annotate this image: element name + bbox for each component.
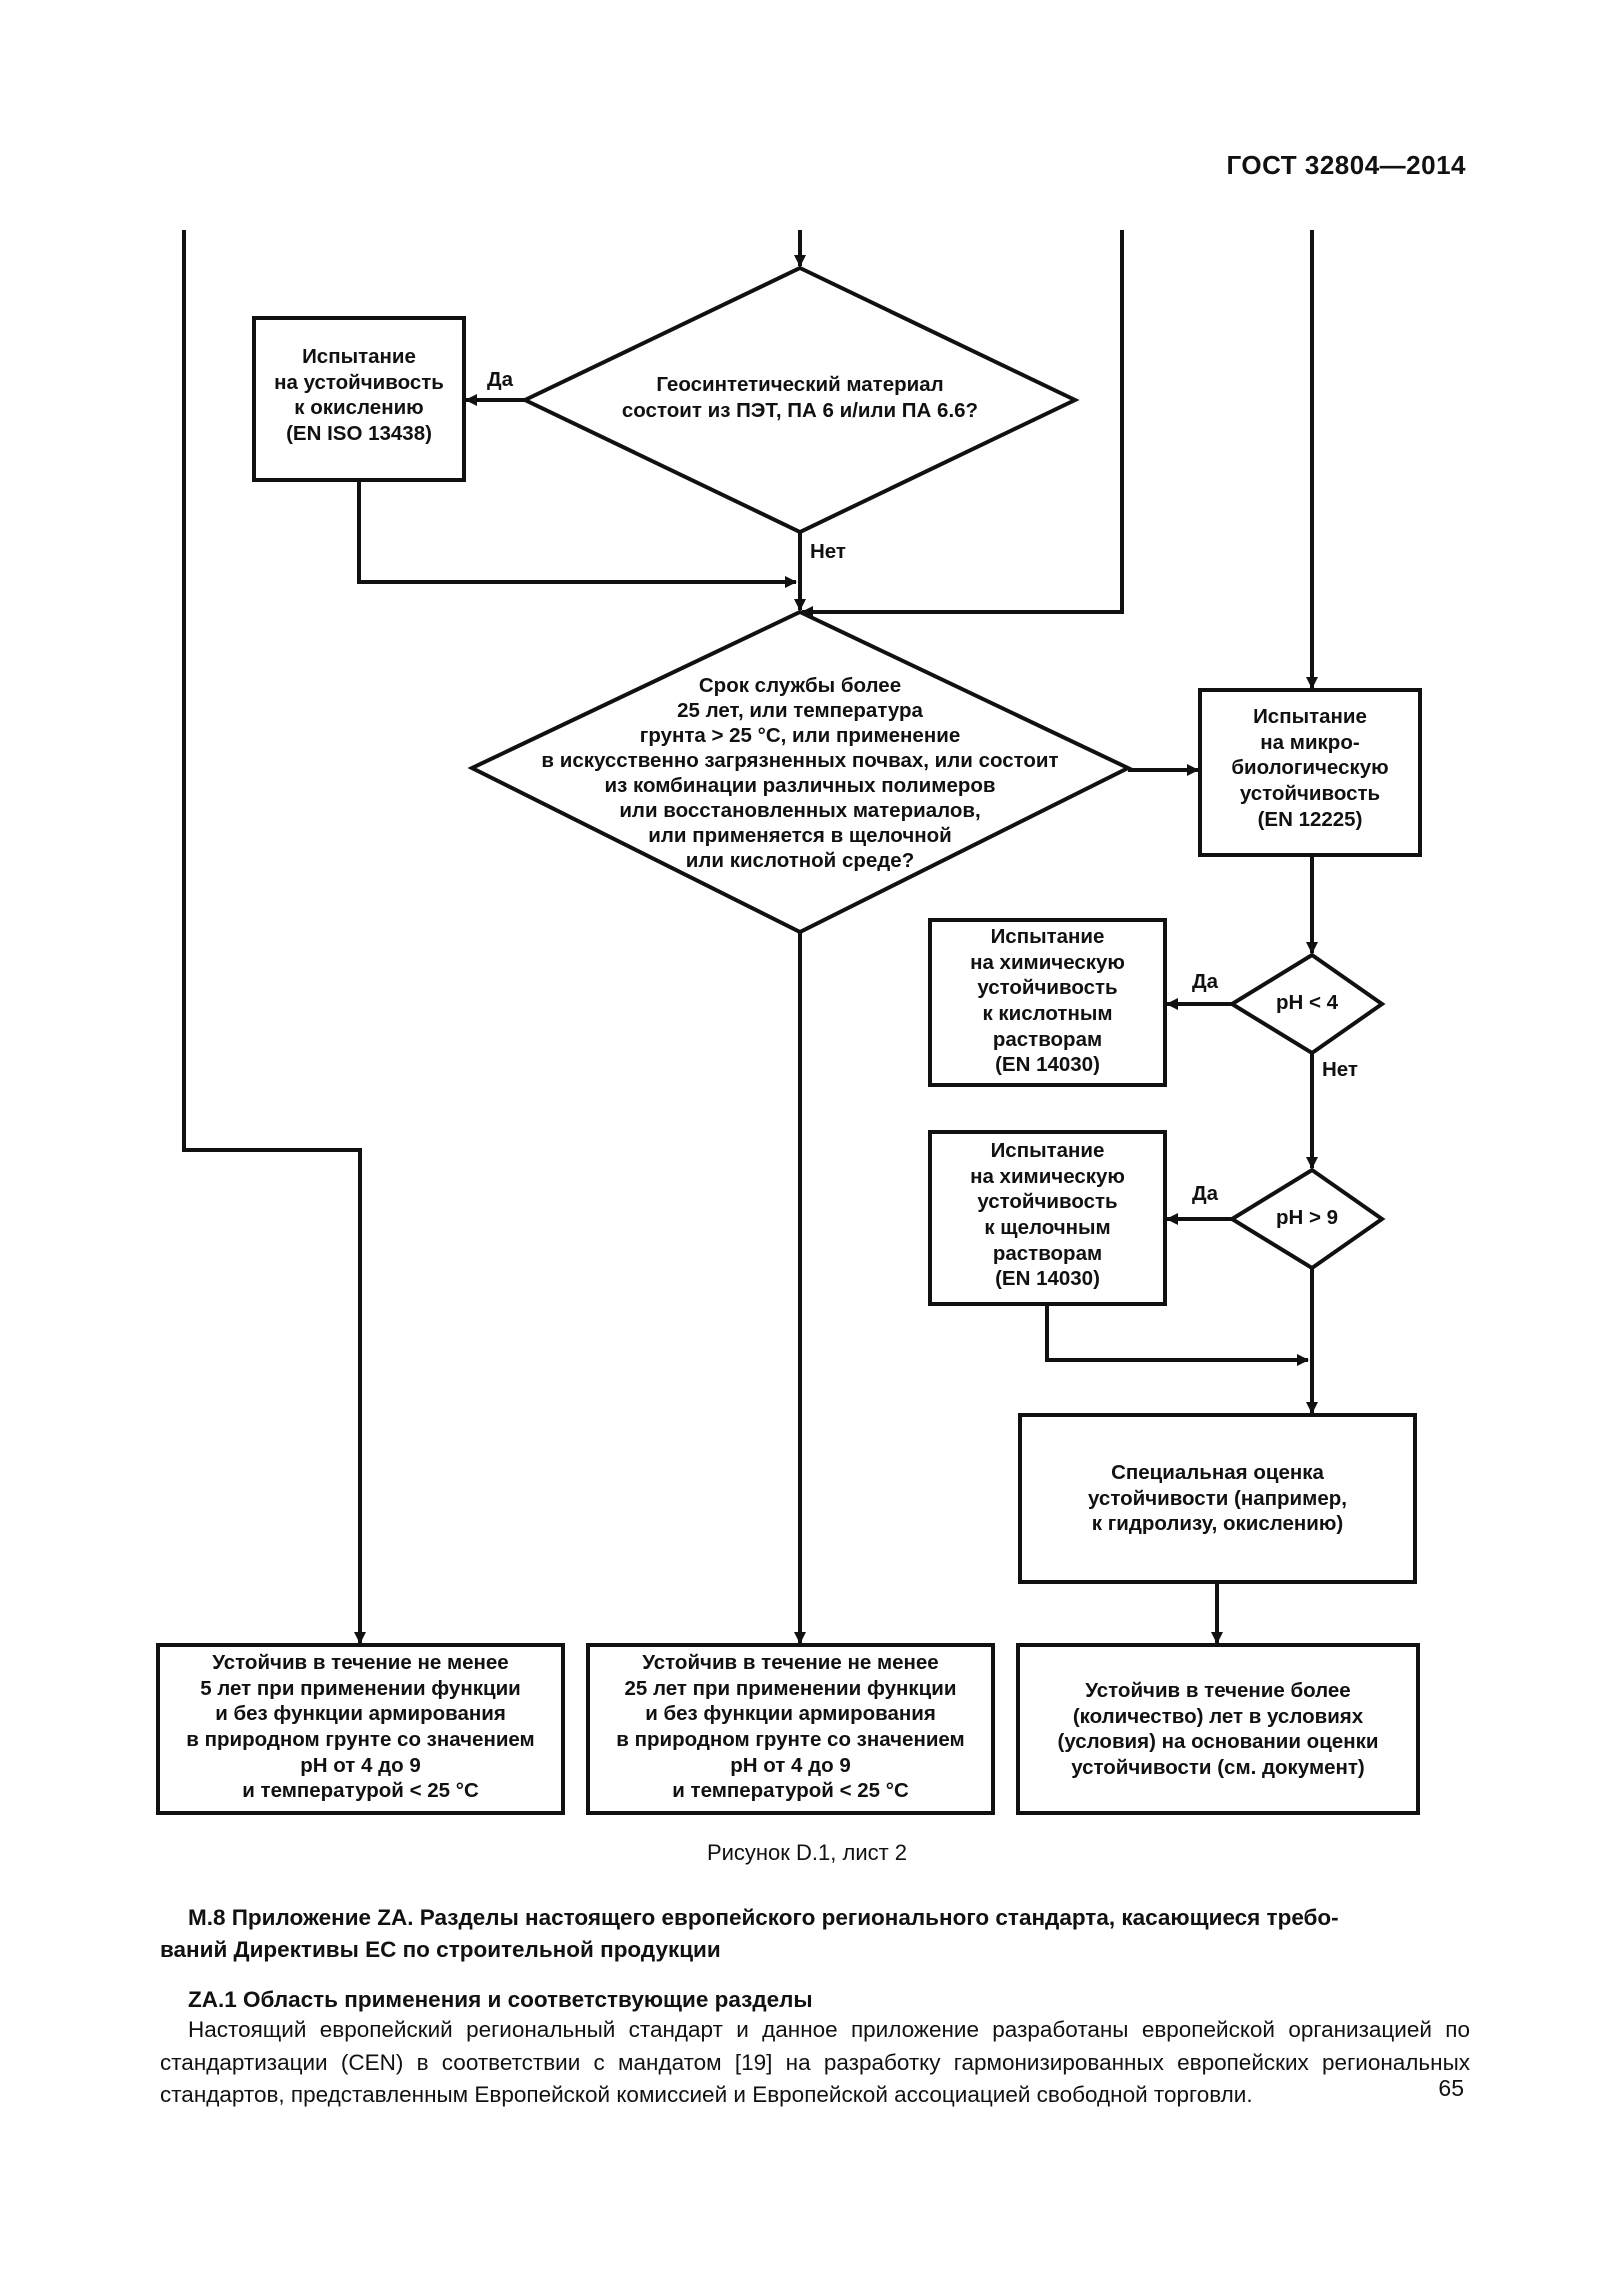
label-yes-ph-high: Да [1192,1182,1219,1205]
label-yes-material: Да [487,368,514,391]
box-acid-text: Испытание на химическую устойчивость к к… [970,925,1125,1077]
label-yes-ph-low: Да [1192,970,1219,993]
box-result-custom [1016,1643,1420,1815]
box-oxidation-text: Испытание на устойчивость к окислению (E… [274,345,444,445]
diamond-material-text: Геосинтетический материал состоит из ПЭТ… [621,373,979,422]
section-m8-title: М.8 Приложение ZA. Разделы настоящего ев… [160,1905,1339,1962]
box-result-25-years [586,1643,995,1815]
label-no-material: Нет [810,540,846,563]
result-5-years-text: Устойчив в течение не менее 5 лет при пр… [186,1651,535,1803]
flowchart-diagram [156,230,1422,1815]
diamond-ph-low-text: pH < 4 [1275,991,1339,1014]
line-left-branch-down [182,230,366,1644]
line-oxidation-to-merge [357,480,797,588]
diamond-ph-high-text: pH > 9 [1275,1206,1339,1229]
box-micro-text: Испытание на микро- биологическую устойч… [1231,705,1389,831]
document-id: ГОСТ 32804—2014 [1226,150,1466,180]
box-result-5-years [156,1643,565,1815]
figure-caption: Рисунок D.1, лист 2 [706,1840,908,1865]
section-za1-title: ZA.1 Область применения и соответствующи… [188,1987,813,2012]
box-alkali-text: Испытание на химическую устойчивость к щ… [970,1139,1125,1291]
page-number: 65 [1438,2075,1464,2101]
line-alkali-merge [1045,1304,1309,1366]
result-25-years-text: Устойчив в течение не менее 25 лет при п… [616,1651,965,1803]
result-custom-text: Устойчив в течение более (количество) ле… [1057,1679,1379,1779]
label-no-ph-low: Нет [1322,1058,1358,1081]
section-za1-body: Настоящий европейский региональный станд… [160,2017,1470,2108]
box-special-text: Специальная оценка устойчивости (наприме… [1088,1461,1347,1536]
box-acid-test [928,918,1167,1087]
diamond-service-text: Срок службы более 25 лет, или температур… [541,674,1059,872]
line-right-branch-return [801,230,1124,618]
